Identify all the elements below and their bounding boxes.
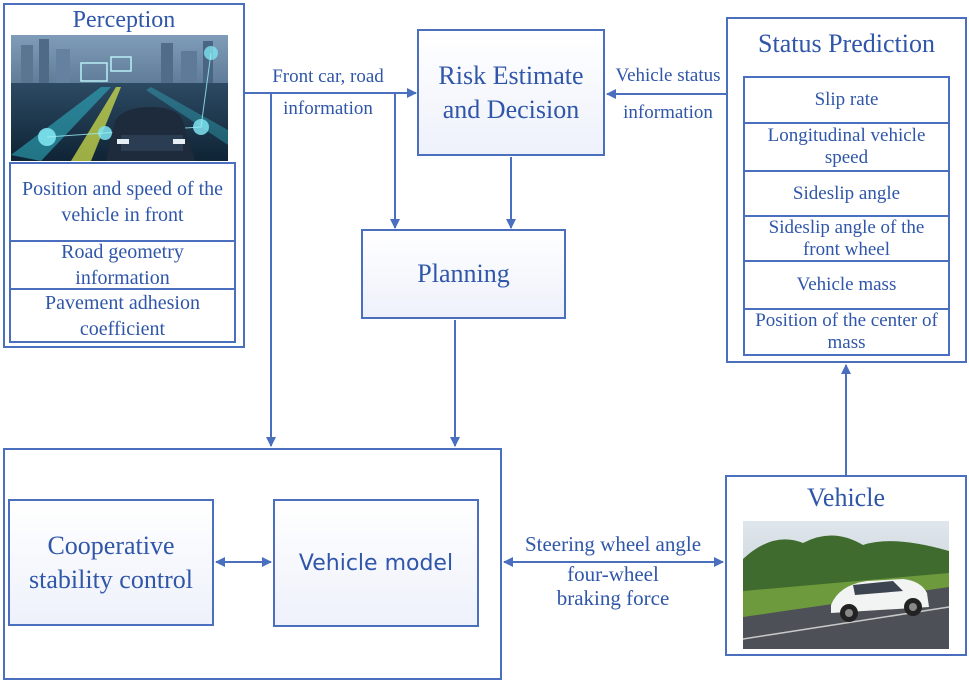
cooperative-control-title: Cooperative stability control [29,530,193,594]
status-item-label: Slip rate [814,89,879,110]
vehicle-car-image [743,521,949,649]
front-car-road-info-label: Front car, road information [258,65,398,121]
status-prediction-title: Status Prediction [758,29,935,58]
vehicle-block: Vehicle [725,475,967,656]
front-car-line2: information [283,98,373,119]
vehicle-model-title: Vehicle model [298,550,454,576]
perception-item-position-speed: Position and speed of the vehicle in fro… [9,162,236,242]
risk-decision-title: Risk Estimate and Decision [438,60,584,124]
status-item-center-of-mass: Position of the center of mass [743,308,950,356]
status-prediction-block: Status Prediction Slip rate Longitudinal… [726,17,967,363]
status-item-longitudinal-speed: Longitudinal vehicle speed [743,122,950,172]
status-item-label: Position of the center of mass [755,310,938,353]
front-car-line1: Front car, road [272,66,384,87]
perception-item-label: Road geometry information [61,241,184,289]
status-info-line2: information [623,102,713,123]
steering-line1: Steering wheel angle [524,532,702,556]
planning-block: Planning [361,229,566,319]
perception-title: Perception [72,7,176,33]
steering-line3: braking force [556,586,670,610]
perception-item-label: Pavement adhesion coefficient [45,291,200,340]
perception-scene-image [11,35,228,161]
cooperative-control-block: Cooperative stability control [8,499,214,626]
perception-block: Perception [3,3,245,348]
status-item-label: Sideslip angle of the front wheel [768,216,925,260]
status-item-label: Longitudinal vehicle speed [767,125,926,168]
status-item-sideslip-angle: Sideslip angle [743,170,950,217]
vehicle-status-info-label: Vehicle status information [604,64,732,125]
vehicle-title: Vehicle [807,483,885,512]
perception-item-label: Position and speed of the vehicle in fro… [21,178,224,226]
status-info-line1: Vehicle status [615,65,721,86]
planning-title: Planning [417,259,510,288]
status-item-label: Sideslip angle [792,182,901,204]
status-item-label: Vehicle mass [796,274,897,295]
risk-decision-block: Risk Estimate and Decision [417,29,605,156]
perception-item-pavement-adhesion: Pavement adhesion coefficient [9,288,236,343]
vehicle-model-block: Vehicle model [273,499,479,627]
